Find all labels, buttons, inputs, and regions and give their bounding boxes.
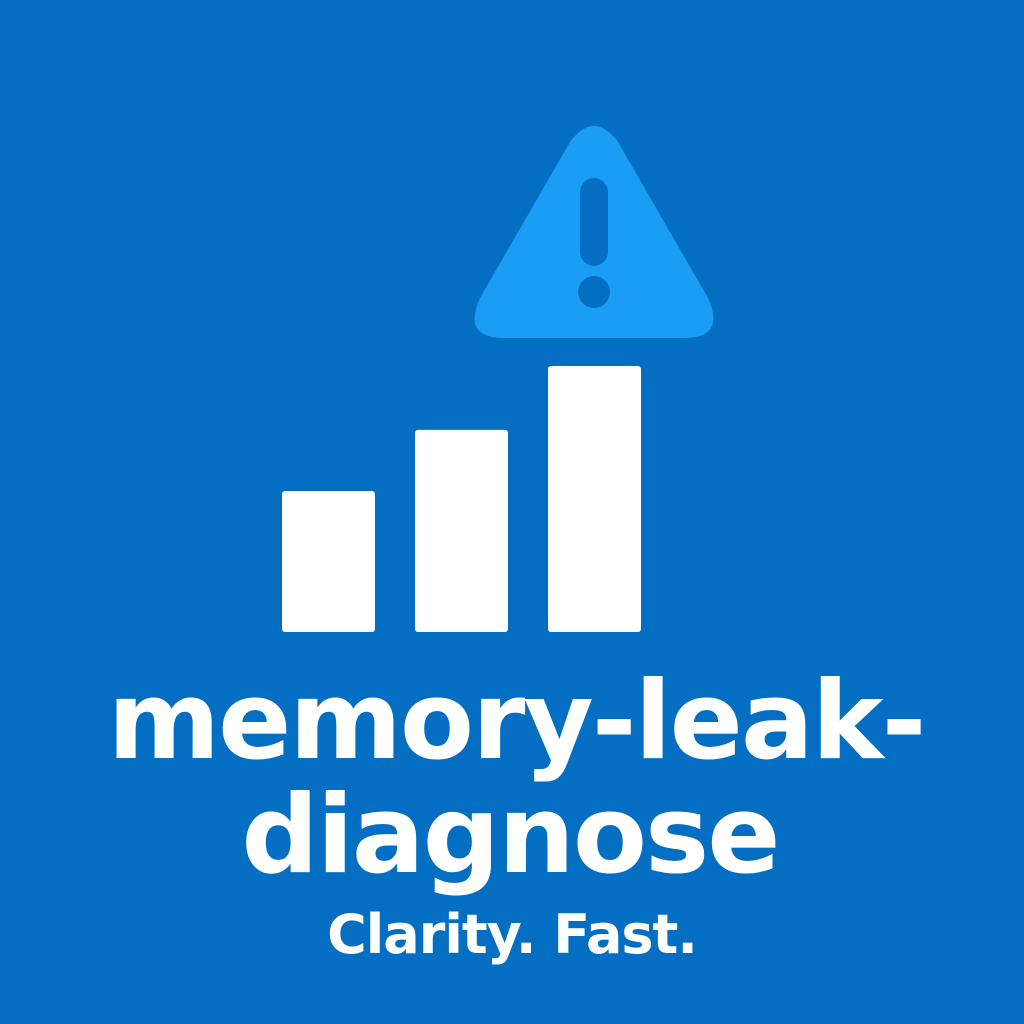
app-title-line-2: diagnose [241,773,780,898]
exclamation-dot [578,276,610,308]
app-title-line-1: memory-leak- [107,659,927,784]
logo-bar-1 [282,491,375,632]
tagline: Clarity. Fast. [327,903,698,966]
exclamation-stem [580,178,608,266]
exclamation-icon [578,178,610,308]
rising-bars-icon [282,366,641,632]
logo-bar-2 [415,429,508,632]
logo-bar-3 [548,366,641,632]
warning-triangle-icon [474,126,714,338]
